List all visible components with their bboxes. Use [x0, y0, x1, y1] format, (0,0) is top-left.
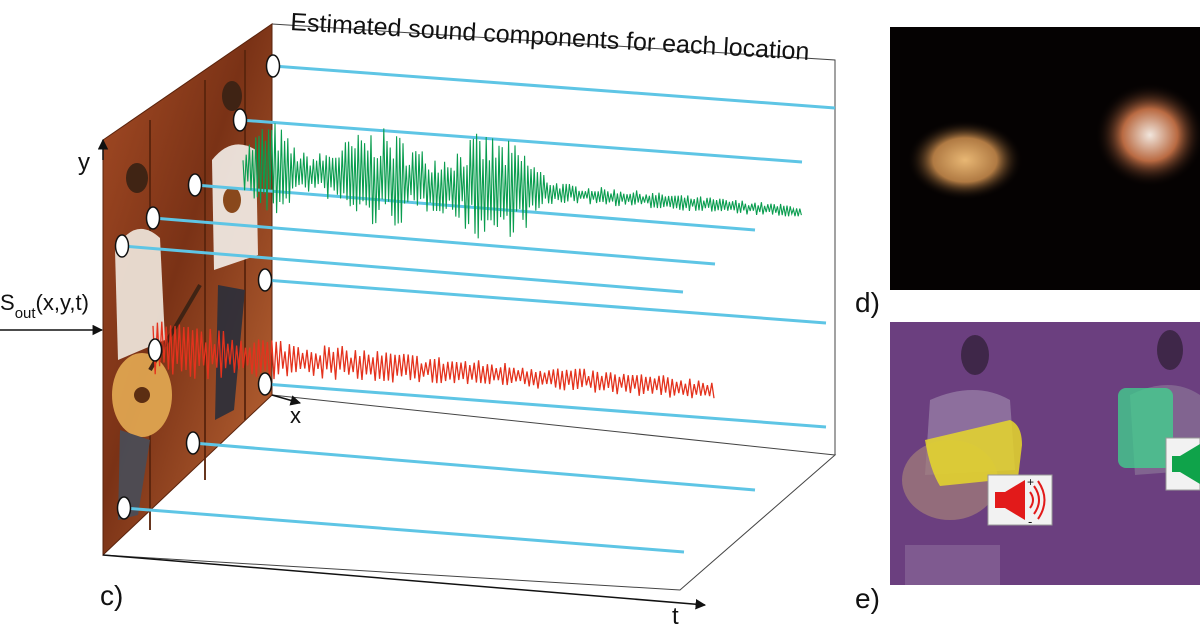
location-marker [185, 431, 201, 455]
location-marker [116, 496, 132, 520]
t-axis-arrow [102, 554, 707, 610]
location-marker [114, 234, 130, 258]
location-marker [265, 54, 281, 78]
panel-d: d) [855, 27, 1200, 318]
component-line [264, 382, 827, 429]
component-line [152, 216, 716, 266]
green-waveform [242, 123, 802, 239]
location-marker [147, 338, 163, 362]
y-axis-label: y [78, 149, 90, 176]
speaker-minus-label: - [1028, 514, 1032, 529]
component-lines [121, 64, 836, 554]
floor-edge [102, 394, 837, 591]
speaker-plus-label: + [1027, 475, 1034, 489]
component-line [192, 441, 756, 492]
speaker-icon-green [1165, 437, 1200, 491]
input-signal-base: S [0, 290, 15, 315]
location-marker [257, 268, 273, 292]
component-line [239, 118, 803, 164]
component-line [121, 244, 684, 294]
location-marker [257, 372, 273, 396]
panel-d-guitar-region [907, 120, 1023, 200]
component-line [272, 64, 836, 110]
panel-c-3d-box: y x t Estimated sound components for eac… [0, 8, 837, 630]
location-marker [145, 206, 161, 230]
speaker-icon: + - [987, 474, 1053, 529]
input-signal-subscript: out [15, 305, 37, 322]
location-marker [187, 173, 203, 197]
panel-d-violin-region [1095, 83, 1200, 187]
panel-label-d: d) [855, 287, 880, 318]
panel-e: + - e) [855, 322, 1200, 614]
panel-label-e: e) [855, 583, 880, 614]
guitar-sound-overlay [925, 420, 1022, 486]
component-line [123, 506, 685, 554]
red-waveform [152, 321, 715, 399]
panel-label-c: c) [100, 580, 123, 611]
location-markers [114, 54, 281, 520]
diagram-title: Estimated sound components for each loca… [290, 8, 811, 66]
t-axis-label: t [672, 603, 679, 630]
input-signal-label: Sout(x,y,t) [0, 290, 89, 322]
input-signal-args: (x,y,t) [36, 290, 89, 315]
violin-sound-overlay [1118, 388, 1173, 468]
x-axis-arrow [271, 394, 302, 406]
component-line [264, 278, 827, 325]
back-wall-edge [271, 23, 836, 455]
location-marker [232, 108, 248, 132]
x-axis-label: x [290, 403, 301, 428]
